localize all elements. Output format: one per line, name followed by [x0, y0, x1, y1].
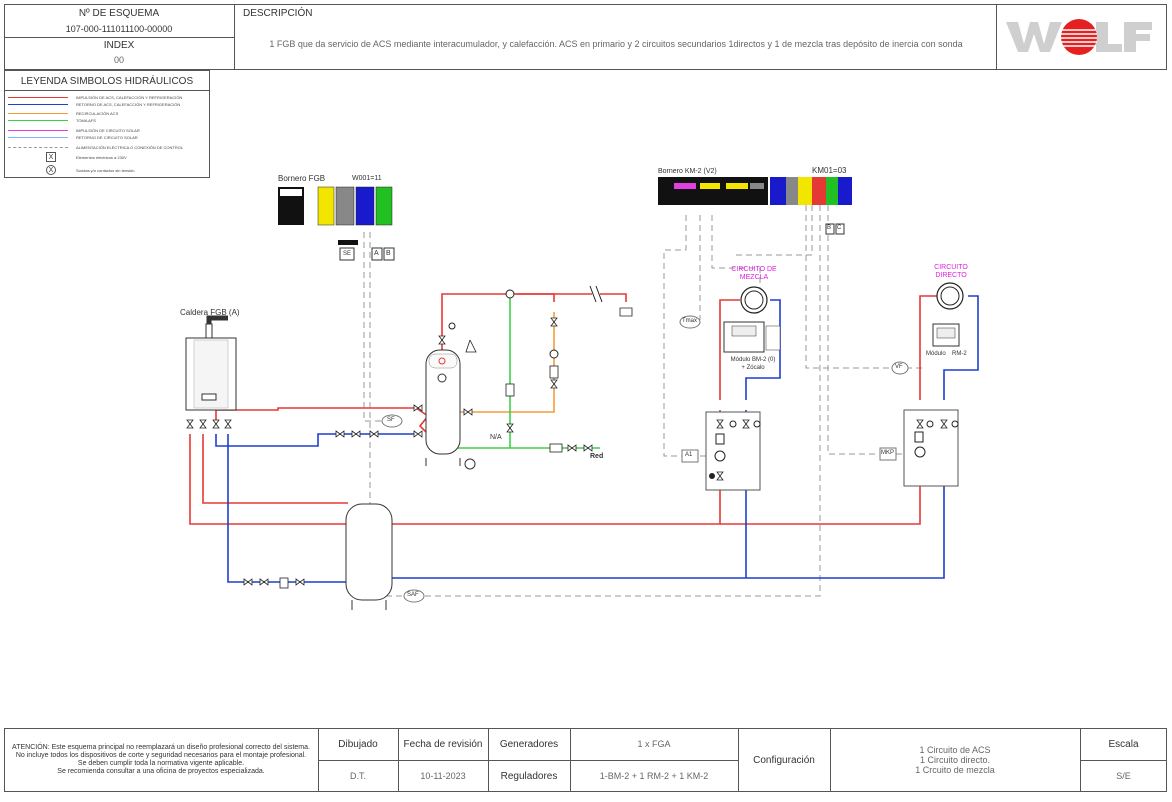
circle-x-icon: X — [46, 165, 56, 175]
legend-text: RETORNO DE ACS, CALEFACCIÓN Y REFRIGERAC… — [76, 102, 181, 107]
sensors — [381, 315, 909, 603]
recirc-lines — [456, 312, 555, 413]
index-label: INDEX — [103, 39, 135, 51]
a1-label: A1 — [685, 452, 693, 458]
km-b-label: B — [827, 225, 832, 231]
legend-item: RETORNO DE CIRCUITO SOLAR — [8, 134, 198, 142]
legend-text: Elementos eléctricos a 230V — [76, 155, 127, 160]
red-label: Red — [590, 453, 604, 460]
description-label: DESCRIPCIÓN — [243, 8, 313, 19]
generadores-value: 1 x FGA — [637, 739, 671, 749]
supply-lines — [189, 293, 938, 525]
legend-item: X Elementos eléctricos a 230V — [8, 152, 198, 164]
caldera-label: Caldera FGB (A) — [180, 308, 240, 317]
legend-item: IMPULSIÓN DE CIRCUITO SOLAR — [8, 127, 198, 135]
warning-text: ATENCIÓN: Este esquema principal no reem… — [12, 744, 310, 775]
legend-swatch — [8, 113, 68, 114]
mkp-label: MKP — [881, 450, 895, 456]
configuracion-label: Configuración — [753, 754, 815, 766]
w001-label: W001=11 — [352, 175, 382, 182]
legend-swatch — [8, 137, 68, 138]
km-c-label: C — [837, 225, 842, 231]
schema-no: 107-000-111011100-00000 — [65, 24, 173, 34]
divider — [1080, 760, 1167, 761]
divider — [996, 4, 997, 70]
dhw-cylinder — [413, 335, 476, 470]
circuito-directo-label: CIRCUITO DIRECTO — [934, 264, 968, 279]
wolf-logo — [1004, 14, 1154, 58]
divider — [570, 728, 571, 792]
legend-item: ALIMENTACIÓN ELÉCTRICA O CONEXIÓN DE CON… — [8, 144, 198, 152]
vf-label: VF — [895, 364, 903, 370]
divider — [488, 728, 489, 792]
buffer-tank — [345, 503, 393, 610]
direct-circuit — [903, 282, 964, 487]
divider — [318, 760, 738, 761]
reguladores-value: 1-BM-2 + 1 RM-2 + 1 KM-2 — [599, 771, 709, 781]
cold-lines — [456, 294, 600, 449]
saf-label: SAF — [407, 592, 419, 598]
legend-title: LEYENDA SIMBOLOS HIDRÁULICOS — [20, 75, 194, 87]
legend-frame — [4, 70, 210, 178]
legend-text: Sondas y/o contactos sin tensión — [76, 168, 135, 173]
modulo-rm2-label-b: RM-2 — [952, 351, 967, 357]
circuito-mezcla-label: CIRCUITO DE MEZCLA — [731, 266, 777, 281]
se-label: SE — [343, 251, 352, 257]
tmax-label: Tmax — [682, 318, 697, 324]
return-lines — [215, 295, 979, 583]
sf-label: SF — [387, 417, 395, 423]
legend-text: RETORNO DE CIRCUITO SOLAR — [76, 135, 138, 140]
legend-swatch — [8, 104, 68, 105]
divider — [398, 728, 399, 792]
description-text: 1 FGB que da servicio de ACS mediante in… — [269, 38, 963, 49]
valves — [243, 285, 633, 589]
legend-swatch — [8, 130, 68, 131]
modulo-rm2-label-a: Módulo — [926, 351, 946, 357]
hydraulic-diagram — [185, 177, 979, 610]
schema-no-label: Nº DE ESQUEMA — [78, 7, 160, 19]
configuracion-value: 1 Circuito de ACS 1 Circuito directo. 1 … — [915, 745, 995, 775]
reguladores-label: Reguladores — [500, 770, 558, 782]
bornero-km2-label: Bornero KM-2 (V2) — [658, 168, 717, 175]
na-label: N/A — [490, 434, 502, 441]
escala-value: S/E — [1116, 771, 1131, 781]
legend-swatch — [8, 97, 68, 98]
index-value: 00 — [113, 55, 124, 65]
divider — [738, 728, 739, 792]
legend-swatch — [8, 147, 68, 148]
divider — [4, 37, 234, 38]
legend-item: X Sondas y/o contactos sin tensión — [8, 165, 198, 177]
legend-text: ALIMENTACIÓN ELÉCTRICA O CONEXIÓN DE CON… — [76, 145, 184, 150]
box-x-icon: X — [46, 152, 56, 162]
legend-item: IMPULSIÓN DE ACS, CALEFACCIÓN Y REFRIGER… — [8, 94, 198, 102]
legend-swatch — [8, 120, 68, 121]
km01-label: KM01=03 — [812, 166, 847, 175]
a-label: A — [374, 250, 379, 257]
modulo-bm2-label: Módulo BM-2 (0) + Zócalo — [730, 357, 776, 371]
divider — [234, 4, 235, 70]
b-label: B — [386, 250, 391, 257]
legend-text: TOMA AFS — [76, 118, 96, 123]
dibujado-label: Dibujado — [338, 738, 378, 750]
legend-text: IMPULSIÓN DE ACS, CALEFACCIÓN Y REFRIGER… — [76, 95, 183, 100]
fecha-value: 10-11-2023 — [420, 771, 466, 781]
divider — [830, 728, 831, 792]
mixing-circuit — [705, 286, 781, 491]
legend-item: RETORNO DE ACS, CALEFACCIÓN Y REFRIGERAC… — [8, 101, 198, 109]
legend-item: RECIRCULACIÓN ACS — [8, 110, 198, 118]
dibujado-value: D.T. — [349, 771, 366, 781]
fecha-label: Fecha de revisión — [403, 738, 483, 750]
generadores-label: Generadores — [499, 738, 559, 750]
divider — [4, 90, 210, 91]
fgb-terminals — [278, 186, 395, 261]
escala-label: Escala — [1108, 738, 1139, 750]
km2-terminals — [658, 177, 852, 235]
bornero-fgb-label: Bornero FGB — [278, 174, 326, 183]
legend-text: RECIRCULACIÓN ACS — [76, 111, 119, 116]
boiler — [185, 315, 237, 429]
legend-text: IMPULSIÓN DE CIRCUITO SOLAR — [76, 128, 140, 133]
legend-item: TOMA AFS — [8, 117, 198, 125]
